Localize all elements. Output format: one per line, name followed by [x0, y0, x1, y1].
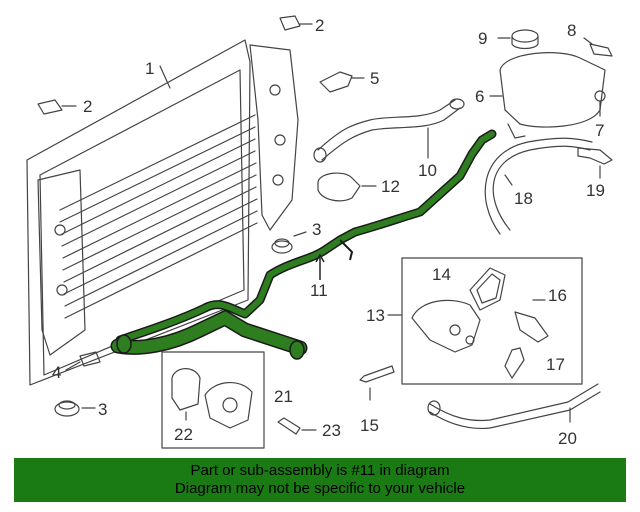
- part-18-hose: [484, 137, 593, 235]
- part-8-clip: [583, 37, 613, 57]
- callout-19: 19: [586, 181, 605, 200]
- part-13-housing: [411, 299, 481, 353]
- callout-8: 8: [567, 21, 576, 40]
- callout-23: 23: [322, 421, 341, 440]
- callout-7: 7: [595, 121, 604, 140]
- part-6-reservoir: [489, 52, 606, 139]
- part-19-fitting: [577, 147, 613, 179]
- part-16-sensor: [514, 299, 549, 343]
- part-13-assembly-box: [387, 257, 583, 385]
- callout-17: 17: [546, 355, 565, 374]
- part-14-gasket: [469, 267, 506, 311]
- part-10-upper-hose: [313, 98, 465, 163]
- part-12-housing: [317, 172, 377, 202]
- callout-14: 14: [432, 265, 451, 284]
- callout-3-upper: 3: [312, 220, 321, 239]
- part-21-assembly-box: [161, 351, 265, 449]
- callout-1: 1: [145, 59, 154, 78]
- part-2-insulator-top: [279, 15, 313, 31]
- info-banner: Part or sub-assembly is #11 in diagram D…: [14, 458, 626, 502]
- callout-9: 9: [478, 29, 487, 48]
- callout-16: 16: [548, 286, 567, 305]
- part-7-valve: [594, 90, 606, 117]
- callout-2-top: 2: [315, 16, 324, 35]
- callout-2-left: 2: [83, 97, 92, 116]
- callout-11: 11: [310, 281, 328, 300]
- part-4-sensor: [65, 351, 101, 371]
- part-22-gasket: [171, 368, 201, 421]
- part-20-pipe: [427, 383, 601, 430]
- part-15-bolt: [359, 365, 395, 401]
- radiator: [26, 39, 299, 386]
- callout-4: 4: [52, 363, 61, 382]
- part-9-cap: [497, 29, 539, 50]
- part-23-bolt: [277, 417, 317, 435]
- banner-line-2: Diagram may not be specific to your vehi…: [174, 480, 466, 497]
- callout-6: 6: [475, 87, 484, 106]
- part-2-insulator-left: [37, 99, 77, 115]
- callout-5: 5: [370, 69, 379, 88]
- callout-21: 21: [274, 387, 293, 406]
- callout-22: 22: [174, 425, 193, 444]
- callout-18: 18: [514, 189, 533, 208]
- part-3-mount-lower: [54, 400, 96, 417]
- callout-12: 12: [381, 177, 400, 196]
- leader-lines: [159, 65, 171, 89]
- callout-13: 13: [366, 306, 385, 325]
- callout-20: 20: [558, 429, 577, 448]
- part-17-clip: [504, 347, 525, 379]
- part-11-highlighted-hose: [110, 129, 497, 360]
- banner-line-1: Part or sub-assembly is #11 in diagram: [190, 462, 450, 479]
- callout-10: 10: [418, 161, 437, 180]
- callout-15: 15: [360, 416, 379, 435]
- callout-3-lower: 3: [98, 400, 107, 419]
- part-21-housing: [204, 382, 253, 429]
- part-3-mount-upper: [271, 231, 307, 254]
- part-5-bracket: [319, 71, 365, 93]
